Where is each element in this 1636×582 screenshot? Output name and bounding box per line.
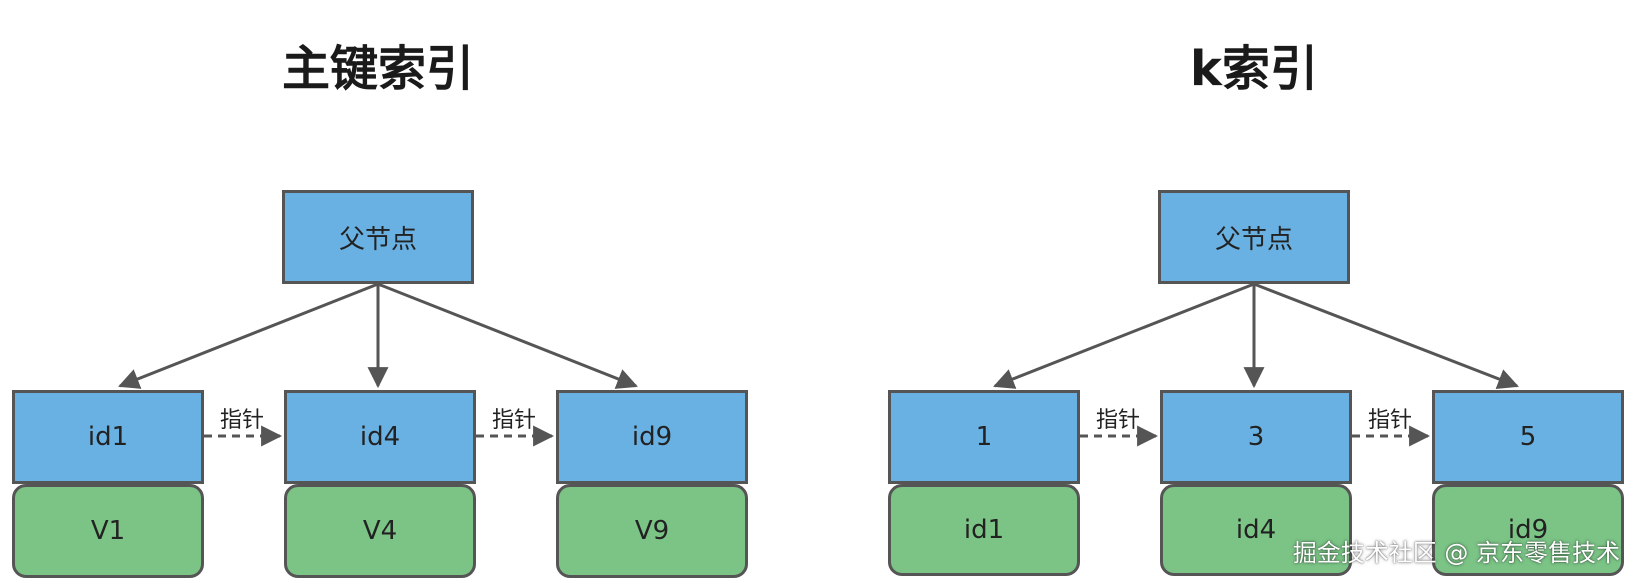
edge-left-parent-to-key3 (377, 282, 638, 389)
left-title: 主键索引 (281, 41, 474, 97)
edge-right-parent-to-key1 (993, 282, 1255, 389)
right-parent-node: 父节点 (1158, 190, 1350, 284)
left-key-node-1: id1 (12, 390, 204, 484)
left-key-node-2: id4 (284, 390, 476, 484)
watermark-text: 掘金技术社区 @ 京东零售技术 (1292, 539, 1620, 567)
left-value-node-1: V1 (12, 484, 204, 578)
right-pointer-label-1: 指针 (1095, 408, 1140, 433)
right-value-node-3: id9 (1432, 484, 1624, 576)
edge-right-parent-to-key3 (1253, 282, 1519, 389)
right-key-node-1: 1 (888, 390, 1080, 484)
left-value-node-2: V4 (284, 484, 476, 578)
left-value-node-3: V9 (556, 484, 748, 578)
left-pointer-label-1: 指针 (219, 408, 264, 433)
left-pointer-label-2: 指针 (491, 408, 536, 433)
left-parent-node: 父节点 (282, 190, 474, 284)
left-key-node-3: id9 (556, 390, 748, 484)
right-key-node-2: 3 (1160, 390, 1352, 484)
edge-left-parent-to-key1 (118, 282, 379, 389)
right-pointer-label-2: 指针 (1367, 408, 1412, 433)
right-key-node-3: 5 (1432, 390, 1624, 484)
right-value-node-2: id4 (1160, 484, 1352, 576)
right-title: k索引 (1190, 41, 1318, 97)
right-value-node-1: id1 (888, 484, 1080, 576)
